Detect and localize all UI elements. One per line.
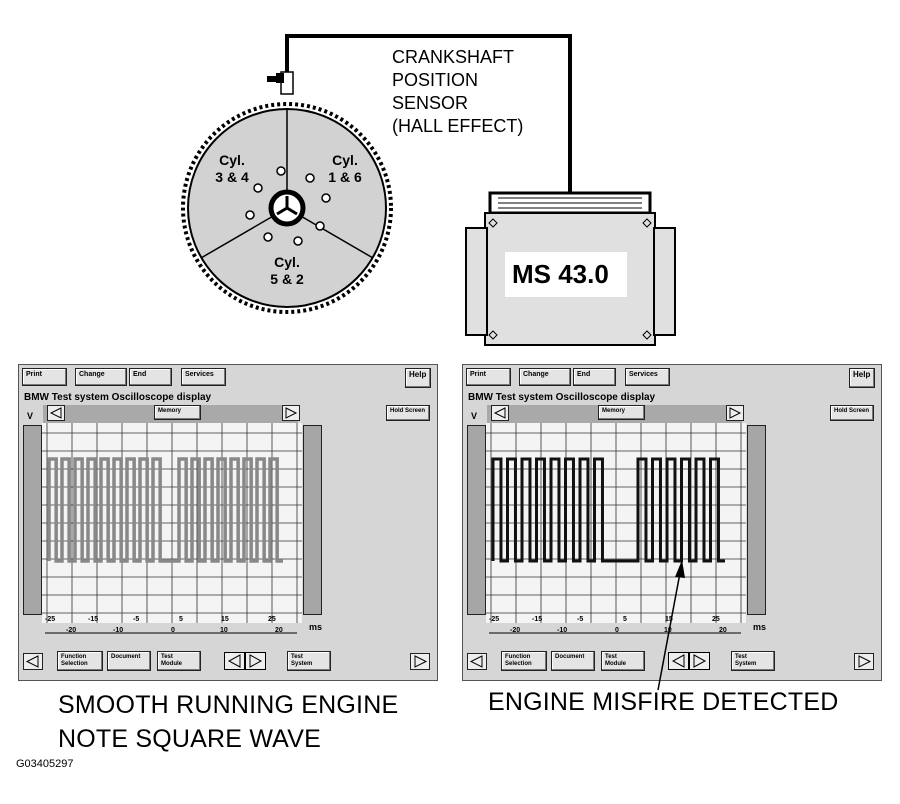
ecu-module-icon	[465, 191, 676, 346]
time-axis	[489, 632, 741, 634]
axis-tick-bottom: 20	[719, 627, 727, 634]
scope-end-button[interactable]: End	[573, 368, 616, 386]
scope-services-button[interactable]: Services	[625, 368, 670, 386]
sensor-label: CRANKSHAFT POSITION SENSOR (HALL EFFECT)	[392, 47, 524, 136]
nav-arrows-button[interactable]	[224, 652, 266, 670]
scroll-right-button[interactable]	[726, 405, 744, 421]
axis-tick-top: 5	[623, 616, 627, 623]
axis-tick-top: 15	[665, 616, 673, 623]
axis-tick-top: -5	[577, 616, 584, 623]
axis-tick-top: -5	[133, 616, 140, 623]
time-axis	[45, 632, 297, 634]
scroll-left-button[interactable]	[47, 405, 65, 421]
axis-tick-bottom: 20	[275, 627, 283, 634]
scroll-left-button[interactable]	[491, 405, 509, 421]
axis-tick-top: 5	[179, 616, 183, 623]
help-button[interactable]: Help	[405, 368, 431, 388]
axis-tick-bottom: 10	[220, 627, 228, 634]
caption-smooth: SMOOTH RUNNING ENGINE NOTE SQUARE WAVE	[58, 691, 399, 753]
hold-screen-button[interactable]: Hold Screen	[386, 405, 430, 421]
axis-tick-top: -25	[45, 616, 56, 623]
crank-sensor-icon	[267, 71, 294, 95]
help-button[interactable]: Help	[849, 368, 875, 388]
misfire-arrow	[657, 560, 685, 691]
scroll-right-button[interactable]	[282, 405, 300, 421]
document-button[interactable]: Document	[107, 651, 151, 671]
hold-screen-button[interactable]: Hold Screen	[830, 405, 874, 421]
axis-tick-top: -15	[532, 616, 543, 623]
axis-tick-top: -25	[489, 616, 500, 623]
cyl-label-3-4: Cyl.3 & 4	[215, 152, 249, 185]
ms-axis-label: ms	[309, 622, 323, 632]
cyl-label-1-6: Cyl.1 & 6	[328, 152, 362, 185]
memory-button[interactable]: Memory	[154, 405, 201, 420]
axis-tick-bottom: 0	[615, 627, 619, 634]
sensor-wire	[285, 34, 572, 195]
volts-axis-label: V	[471, 411, 478, 421]
caption-misfire: ENGINE MISFIRE DETECTED	[488, 688, 839, 716]
figure-code: G03405297	[16, 758, 74, 770]
page-forward-button[interactable]	[410, 653, 430, 670]
crankshaft-diagram	[181, 34, 676, 346]
document-button[interactable]: Document	[551, 651, 595, 671]
axis-tick-top: 15	[221, 616, 229, 623]
axis-tick-bottom: -20	[66, 627, 77, 634]
scope-left-bar	[467, 425, 486, 615]
ecu-label: MS 43.0	[512, 259, 609, 289]
page-back-button[interactable]	[23, 653, 43, 670]
scope-print-button[interactable]: Print	[466, 368, 511, 386]
axis-tick-bottom: -10	[557, 627, 568, 634]
nav-arrows-button[interactable]	[668, 652, 710, 670]
scope-services-button[interactable]: Services	[181, 368, 226, 386]
scope-print-button[interactable]: Print	[22, 368, 67, 386]
axis-tick-top: -15	[88, 616, 99, 623]
scope-right-bar	[303, 425, 322, 615]
axis-tick-bottom: -20	[510, 627, 521, 634]
scope-title: BMW Test system Oscilloscope display	[468, 392, 656, 403]
axis-tick-bottom: 0	[171, 627, 175, 634]
axis-tick-bottom: -10	[113, 627, 124, 634]
axis-tick-top: 25	[712, 616, 720, 623]
oscilloscope-waveform	[486, 423, 746, 623]
scope-end-button[interactable]: End	[129, 368, 172, 386]
page-back-button[interactable]	[467, 653, 487, 670]
volts-axis-label: V	[27, 411, 34, 421]
oscilloscope-waveform	[42, 423, 302, 623]
page-forward-button[interactable]	[854, 653, 874, 670]
scope-change-button[interactable]: Change	[75, 368, 127, 386]
ms-axis-label: ms	[753, 622, 767, 632]
axis-tick-top: 25	[268, 616, 276, 623]
axis-tick-bottom: 10	[664, 627, 672, 634]
scope-right-bar	[747, 425, 766, 615]
cyl-label-5-2: Cyl.5 & 2	[270, 254, 304, 287]
scope-title: BMW Test system Oscilloscope display	[24, 392, 212, 403]
scope-change-button[interactable]: Change	[519, 368, 571, 386]
scope-left-bar	[23, 425, 42, 615]
memory-button[interactable]: Memory	[598, 405, 645, 420]
